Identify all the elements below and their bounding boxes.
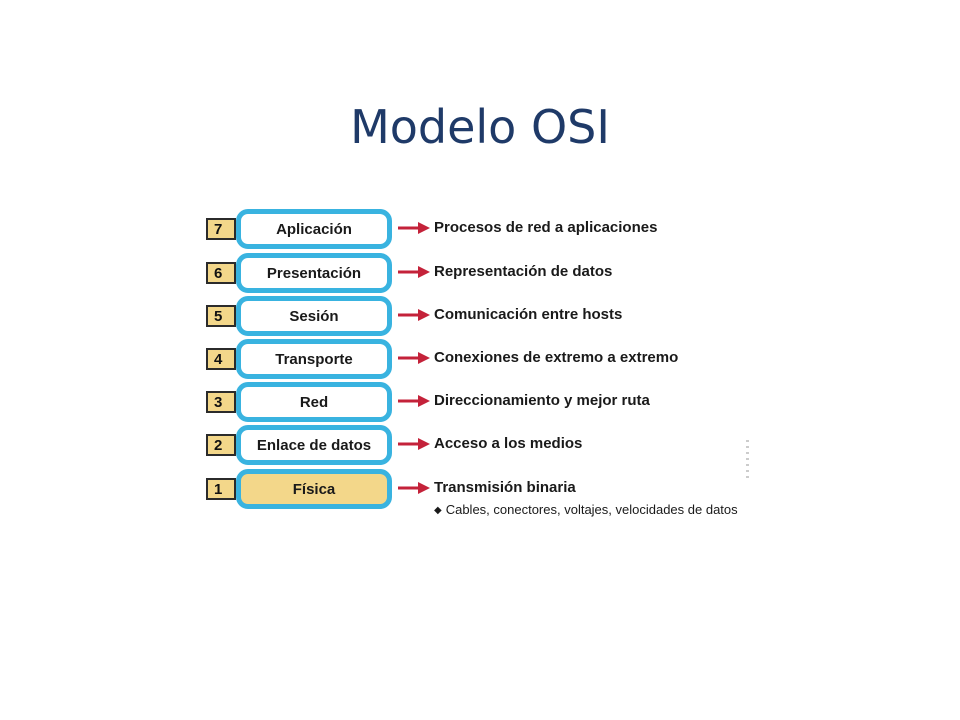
layer-name-box: Aplicación [236, 209, 392, 249]
scan-edge-marks [746, 440, 749, 480]
layer-row-7: 7 Aplicación Procesos de red a aplicacio… [206, 209, 766, 249]
layer-number: 1 [206, 478, 236, 500]
layer-description: Conexiones de extremo a extremo [434, 349, 679, 366]
arrow-right-icon [398, 395, 430, 407]
layer-name-box: Red [236, 382, 392, 422]
layer-description: Transmisión binaria [434, 479, 576, 496]
arrow-right-icon [398, 266, 430, 278]
layer-description: Acceso a los medios [434, 435, 583, 452]
layer-description: Procesos de red a aplicaciones [434, 219, 658, 236]
layer-name-box: Sesión [236, 296, 392, 336]
layer-number: 6 [206, 262, 236, 284]
layer-name-box: Transporte [236, 339, 392, 379]
layer-number: 2 [206, 434, 236, 456]
layer-name-box: Presentación [236, 253, 392, 293]
physical-layer-note: ◆Cables, conectores, voltajes, velocidad… [434, 500, 744, 520]
layer-description: Direccionamiento y mejor ruta [434, 392, 650, 409]
layer-number: 7 [206, 218, 236, 240]
layer-number: 3 [206, 391, 236, 413]
layer-row-4: 4 Transporte Conexiones de extremo a ext… [206, 339, 766, 379]
layer-number: 5 [206, 305, 236, 327]
bullet-icon: ◆ [434, 505, 442, 516]
arrow-right-icon [398, 222, 430, 234]
layer-description: Comunicación entre hosts [434, 306, 623, 323]
page-title: Modelo OSI [350, 100, 610, 154]
layer-row-1: 1 Física Transmisión binaria [206, 469, 766, 509]
physical-note-text: Cables, conectores, voltajes, velocidade… [445, 502, 738, 517]
layer-row-2: 2 Enlace de datos Acceso a los medios [206, 425, 766, 465]
layer-description: Representación de datos [434, 263, 613, 280]
layer-row-6: 6 Presentación Representación de datos [206, 253, 766, 293]
arrow-right-icon [398, 482, 430, 494]
layer-row-5: 5 Sesión Comunicación entre hosts [206, 296, 766, 336]
layer-name-box: Física [236, 469, 392, 509]
layer-name-box: Enlace de datos [236, 425, 392, 465]
arrow-right-icon [398, 352, 430, 364]
layer-number: 4 [206, 348, 236, 370]
arrow-right-icon [398, 309, 430, 321]
layer-row-3: 3 Red Direccionamiento y mejor ruta [206, 382, 766, 422]
arrow-right-icon [398, 438, 430, 450]
